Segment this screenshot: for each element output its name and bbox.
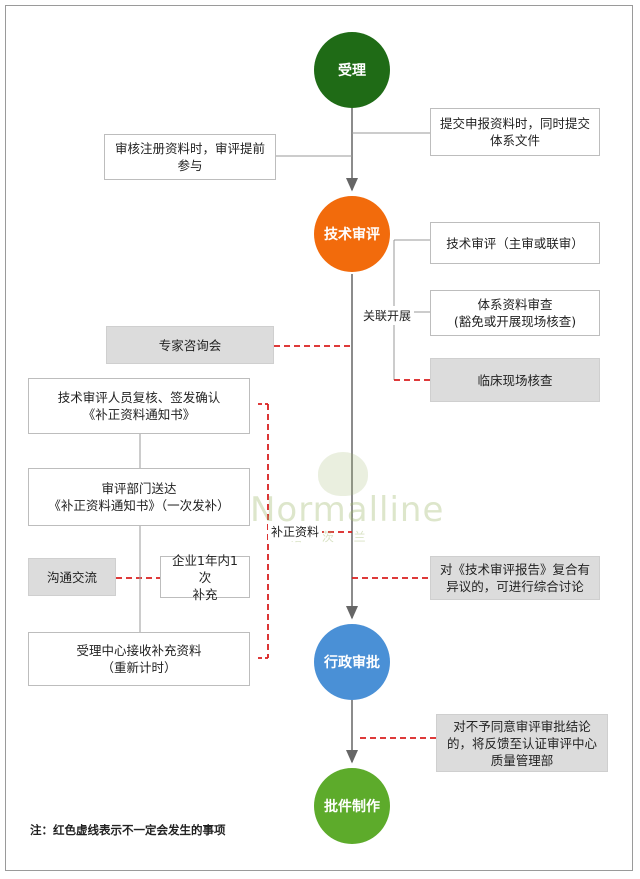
box-review-registration: 审核注册资料时，审评提前 参与 — [104, 134, 276, 180]
box-receive-supplement: 受理中心接收补充资料 （重新计时） — [28, 632, 250, 686]
diagram-frame — [5, 5, 633, 871]
box-communicate: 沟通交流 — [28, 558, 116, 596]
box-expert-meeting: 专家咨询会 — [106, 326, 274, 364]
box-clinical-check: 临床现场核查 — [430, 358, 600, 402]
box-dept-deliver: 审评部门送达 《补正资料通知书》（一次发补） — [28, 468, 250, 526]
box-reviewer-confirm: 技术审评人员复核、签发确认 《补正资料通知书》 — [28, 378, 250, 434]
box-report-dispute: 对《技术审评报告》复合有 异议的，可进行综合讨论 — [430, 556, 600, 600]
label-supplement: 补正资料 — [268, 522, 323, 541]
watermark-tree-icon — [318, 452, 368, 496]
box-disagree-feedback: 对不予同意审评审批结论 的，将反馈至认证审评中心 质量管理部 — [436, 714, 608, 772]
label-linked: 关联开展 — [360, 306, 415, 325]
box-one-year: 企业1年内1次 补充 — [160, 553, 250, 602]
box-main-review: 技术审评（主审或联审） — [430, 222, 600, 264]
footnote: 注：红色虚线表示不一定会发生的事项 — [30, 823, 226, 837]
node-accept: 受理 — [314, 32, 390, 108]
node-approval-docs: 批件制作 — [314, 768, 390, 844]
box-system-review: 体系资料审查 (豁免或开展现场核查) — [430, 290, 600, 336]
node-admin-approval: 行政审批 — [314, 624, 390, 700]
node-tech-review: 技术审评 — [314, 196, 390, 272]
box-submit-docs: 提交申报资料时，同时提交 体系文件 — [430, 108, 600, 156]
